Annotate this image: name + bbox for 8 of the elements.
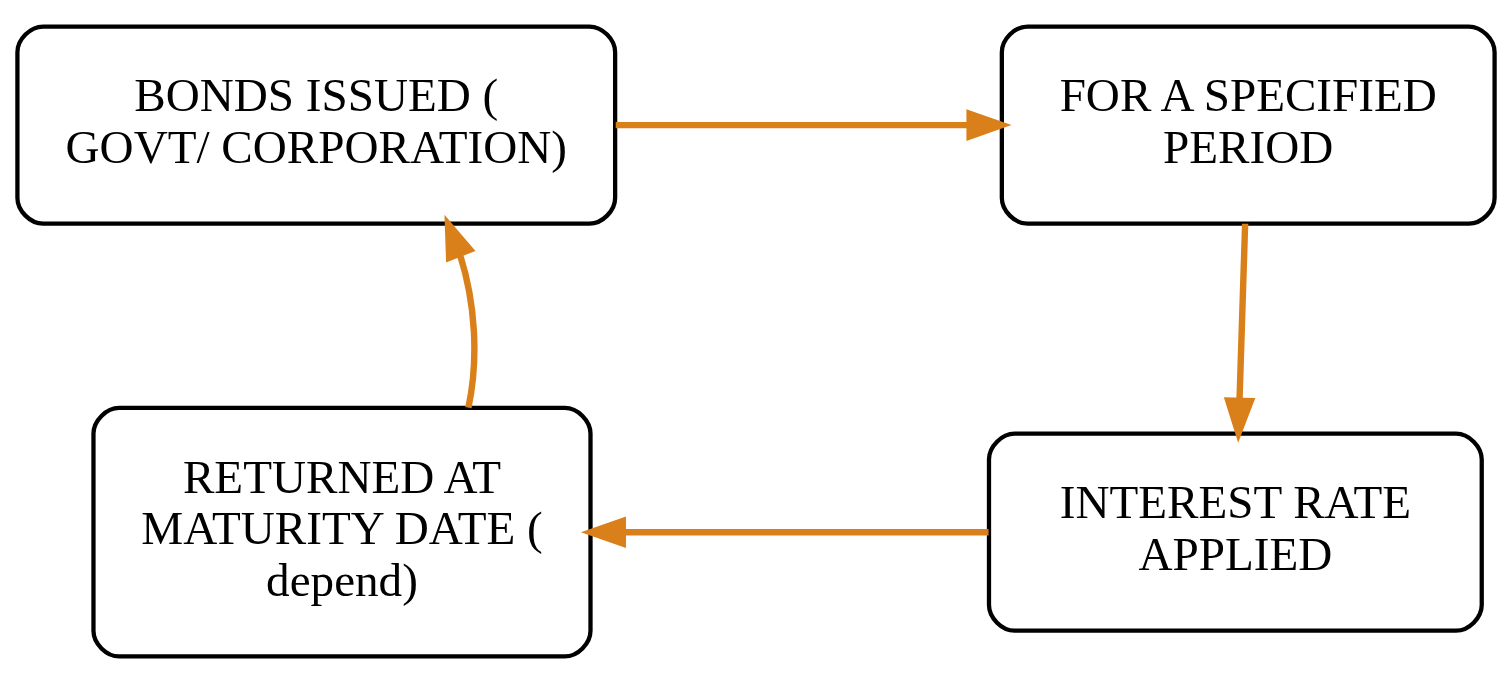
node-box: BONDS ISSUED ( GOVT/ CORPORATION) [15,23,618,226]
node-box: INTEREST RATE APPLIED [986,431,1484,633]
arrow [580,515,989,548]
arrow [615,108,1012,141]
arrow [444,214,478,408]
node-box: RETURNED AT MATURITY DATE ( depend) [91,405,593,659]
node-box: FOR A SPECIFIED PERIOD [999,23,1497,226]
arrow [1223,223,1256,443]
